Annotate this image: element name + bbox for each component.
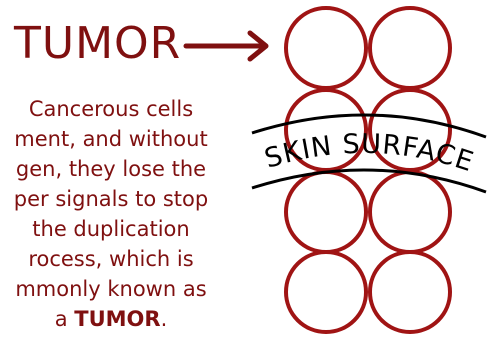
cell-circle xyxy=(370,172,450,252)
cell-circle xyxy=(286,252,366,332)
cell-circle xyxy=(286,8,366,88)
cell-circle xyxy=(286,172,366,252)
skin-surface-lower-line xyxy=(252,170,486,192)
cell-circle xyxy=(370,8,450,88)
cell-circle xyxy=(370,252,450,332)
arrow-icon xyxy=(186,33,266,59)
